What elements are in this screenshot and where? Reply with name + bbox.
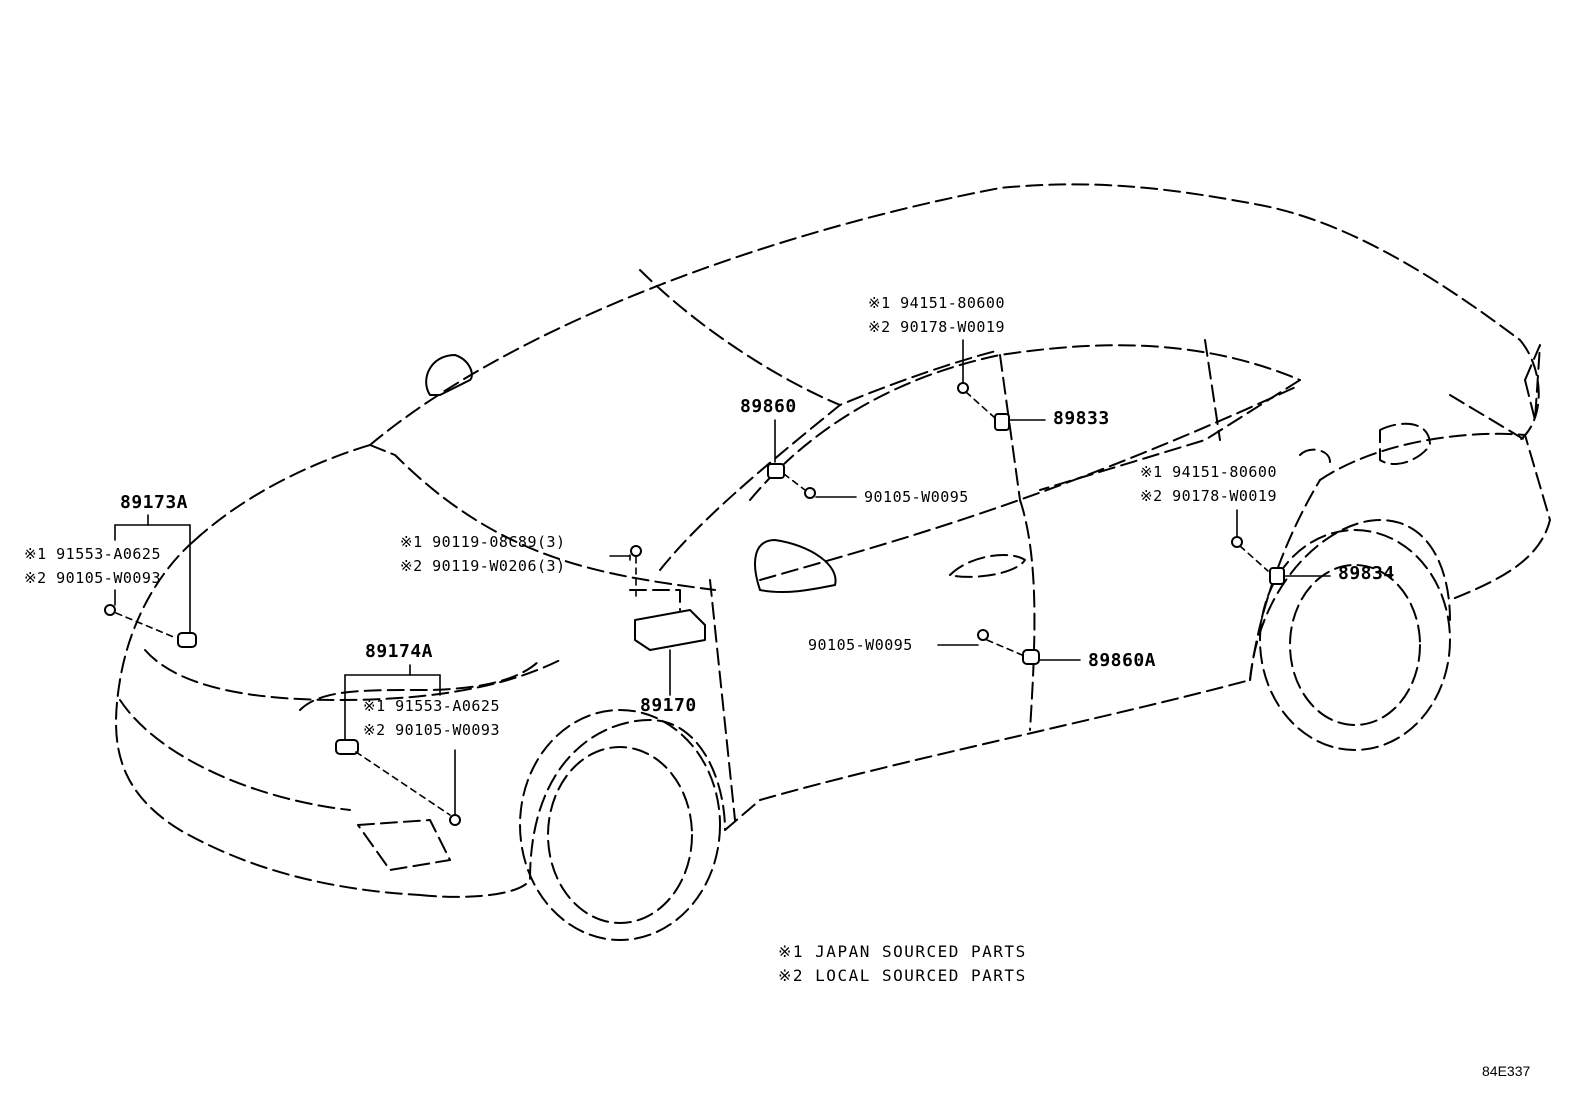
label-89833: 89833: [1053, 408, 1110, 429]
label-89174A: 89174A: [365, 641, 434, 662]
leader-lines: [114, 339, 1331, 816]
install-paths: [115, 391, 1269, 816]
label-fl-japan-bolt: ※1 91553-A0625: [24, 545, 161, 563]
label-rear-local-nut: ※2 90178-W0019: [1140, 487, 1277, 505]
label-89173A: 89173A: [120, 492, 189, 513]
label-fl-local-bolt: ※2 90105-W0093: [24, 569, 161, 587]
label-ecu-japan-bolt: ※1 90119-08C89(3): [400, 533, 566, 551]
components: [104, 382, 1285, 826]
label-ecu-local-bolt: ※2 90119-W0206(3): [400, 557, 566, 575]
note-local-sourced: ※2 LOCAL SOURCED PARTS: [778, 966, 1027, 985]
mirrors: [425, 354, 837, 594]
label-fr-local-bolt: ※2 90105-W0093: [363, 721, 500, 739]
label-door-bolt: 90105-W0095: [808, 636, 913, 654]
label-roof-local-nut: ※2 90178-W0019: [868, 318, 1005, 336]
figure-code: 84E337: [1482, 1063, 1531, 1079]
label-89860: 89860: [740, 396, 797, 417]
label-89834: 89834: [1338, 563, 1395, 584]
note-japan-sourced: ※1 JAPAN SOURCED PARTS: [778, 942, 1027, 961]
label-fr-japan-bolt: ※1 91553-A0625: [363, 697, 500, 715]
label-rear-japan-nut: ※1 94151-80600: [1140, 463, 1277, 481]
car-body-outline: [115, 183, 1551, 941]
label-89860A: 89860A: [1088, 650, 1157, 671]
label-pillar-bolt: 90105-W0095: [864, 488, 969, 506]
label-roof-japan-nut: ※1 94151-80600: [868, 294, 1005, 312]
label-89170: 89170: [640, 695, 697, 716]
